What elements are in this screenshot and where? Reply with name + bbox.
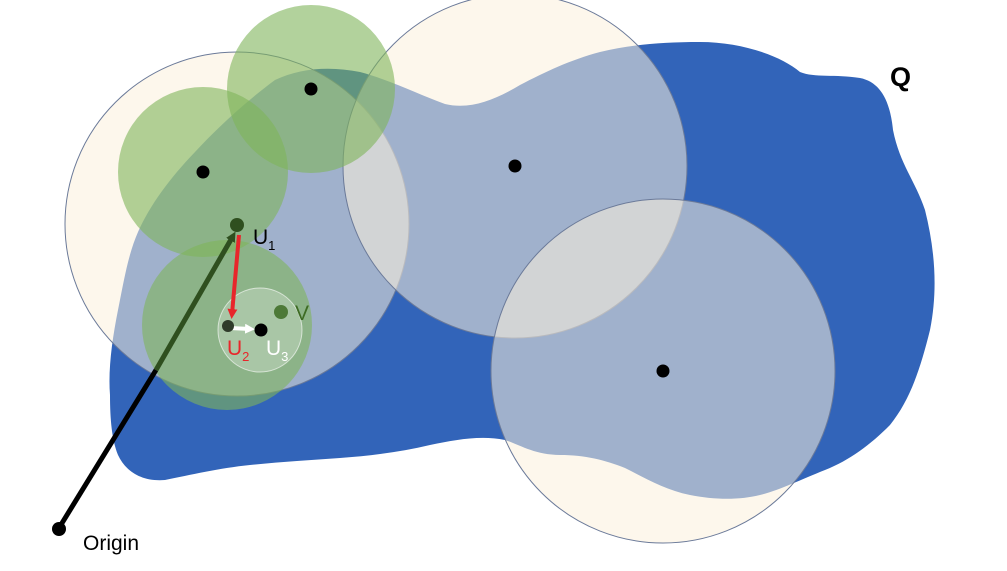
point-u2 [222, 320, 234, 332]
center-point-top [304, 82, 318, 96]
point-u3 [254, 323, 268, 337]
label-q: Q [890, 62, 911, 92]
label-u1-main: U [253, 226, 268, 249]
label-u3-sub: 3 [281, 349, 288, 364]
center-point-bottom-right [656, 364, 670, 378]
label-u2-sub: 2 [242, 349, 249, 364]
label-u2-main: U [227, 337, 242, 360]
label-u2: U2 [227, 337, 249, 364]
label-origin: Origin [83, 532, 139, 555]
origin-to-u1-vector [56, 368, 159, 530]
label-u3-main: U [266, 337, 281, 360]
origin-to-u1-vector-inner [153, 231, 236, 372]
origin-point [52, 522, 66, 536]
point-v [274, 305, 288, 319]
center-point-left [196, 165, 210, 179]
label-v: V [295, 302, 309, 325]
point-u1 [230, 218, 244, 232]
u1-to-u2-arrow [227, 234, 241, 319]
center-point-top-right [508, 159, 522, 173]
label-u3: U3 [266, 337, 288, 364]
label-u1-sub: 1 [268, 238, 275, 253]
label-u1: U1 [253, 226, 275, 253]
